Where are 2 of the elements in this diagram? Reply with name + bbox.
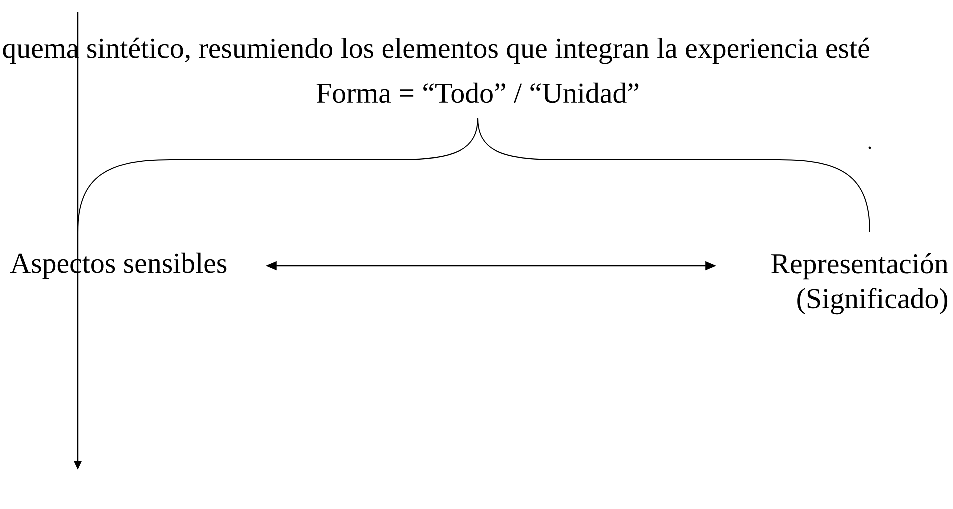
form-label: Forma = “Todo” / “Unidad” [316,82,639,104]
concept-label: Representación (Significado) [772,253,948,315]
